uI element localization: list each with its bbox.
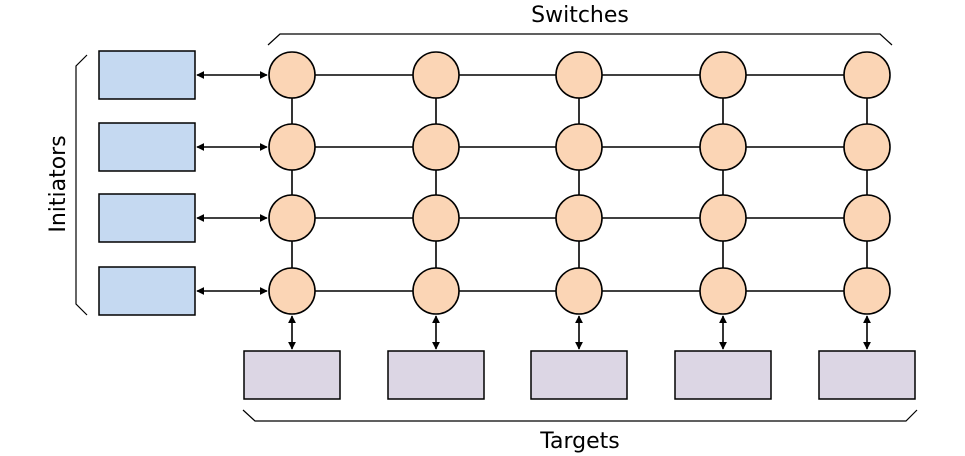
- switches-bracket: [267, 33, 893, 46]
- switch-node: [268, 194, 316, 242]
- switch-node: [843, 267, 891, 315]
- initiator-group: [98, 50, 268, 316]
- target-box: [674, 350, 772, 400]
- switch-node: [843, 194, 891, 242]
- switch-node: [412, 267, 460, 315]
- target-group: [243, 315, 916, 400]
- switch-node: [699, 123, 747, 171]
- switch-node: [843, 51, 891, 99]
- target-box: [387, 350, 485, 400]
- target-box: [530, 350, 628, 400]
- switch-node: [555, 123, 603, 171]
- switch-node: [555, 267, 603, 315]
- switch-node: [843, 123, 891, 171]
- switch-node: [268, 51, 316, 99]
- switch-node: [268, 123, 316, 171]
- targets-label: Targets: [539, 429, 620, 454]
- switch-node: [699, 194, 747, 242]
- switch-node: [699, 51, 747, 99]
- target-box: [818, 350, 916, 400]
- switch-node: [412, 123, 460, 171]
- initiator-box: [98, 266, 196, 316]
- initiator-box: [98, 193, 196, 243]
- initiator-box: [98, 122, 196, 172]
- switch-node: [268, 267, 316, 315]
- switch-links: [291, 74, 868, 292]
- switch-node: [412, 51, 460, 99]
- switch-group: [268, 51, 891, 315]
- initiators-bracket: [75, 54, 88, 316]
- switch-node: [555, 51, 603, 99]
- switch-node: [555, 194, 603, 242]
- switch-node: [699, 267, 747, 315]
- initiators-label: Initiators: [46, 135, 71, 232]
- initiator-box: [98, 50, 196, 100]
- switches-label: Switches: [531, 3, 629, 28]
- targets-bracket: [242, 409, 918, 422]
- switch-node: [412, 194, 460, 242]
- target-box: [243, 350, 341, 400]
